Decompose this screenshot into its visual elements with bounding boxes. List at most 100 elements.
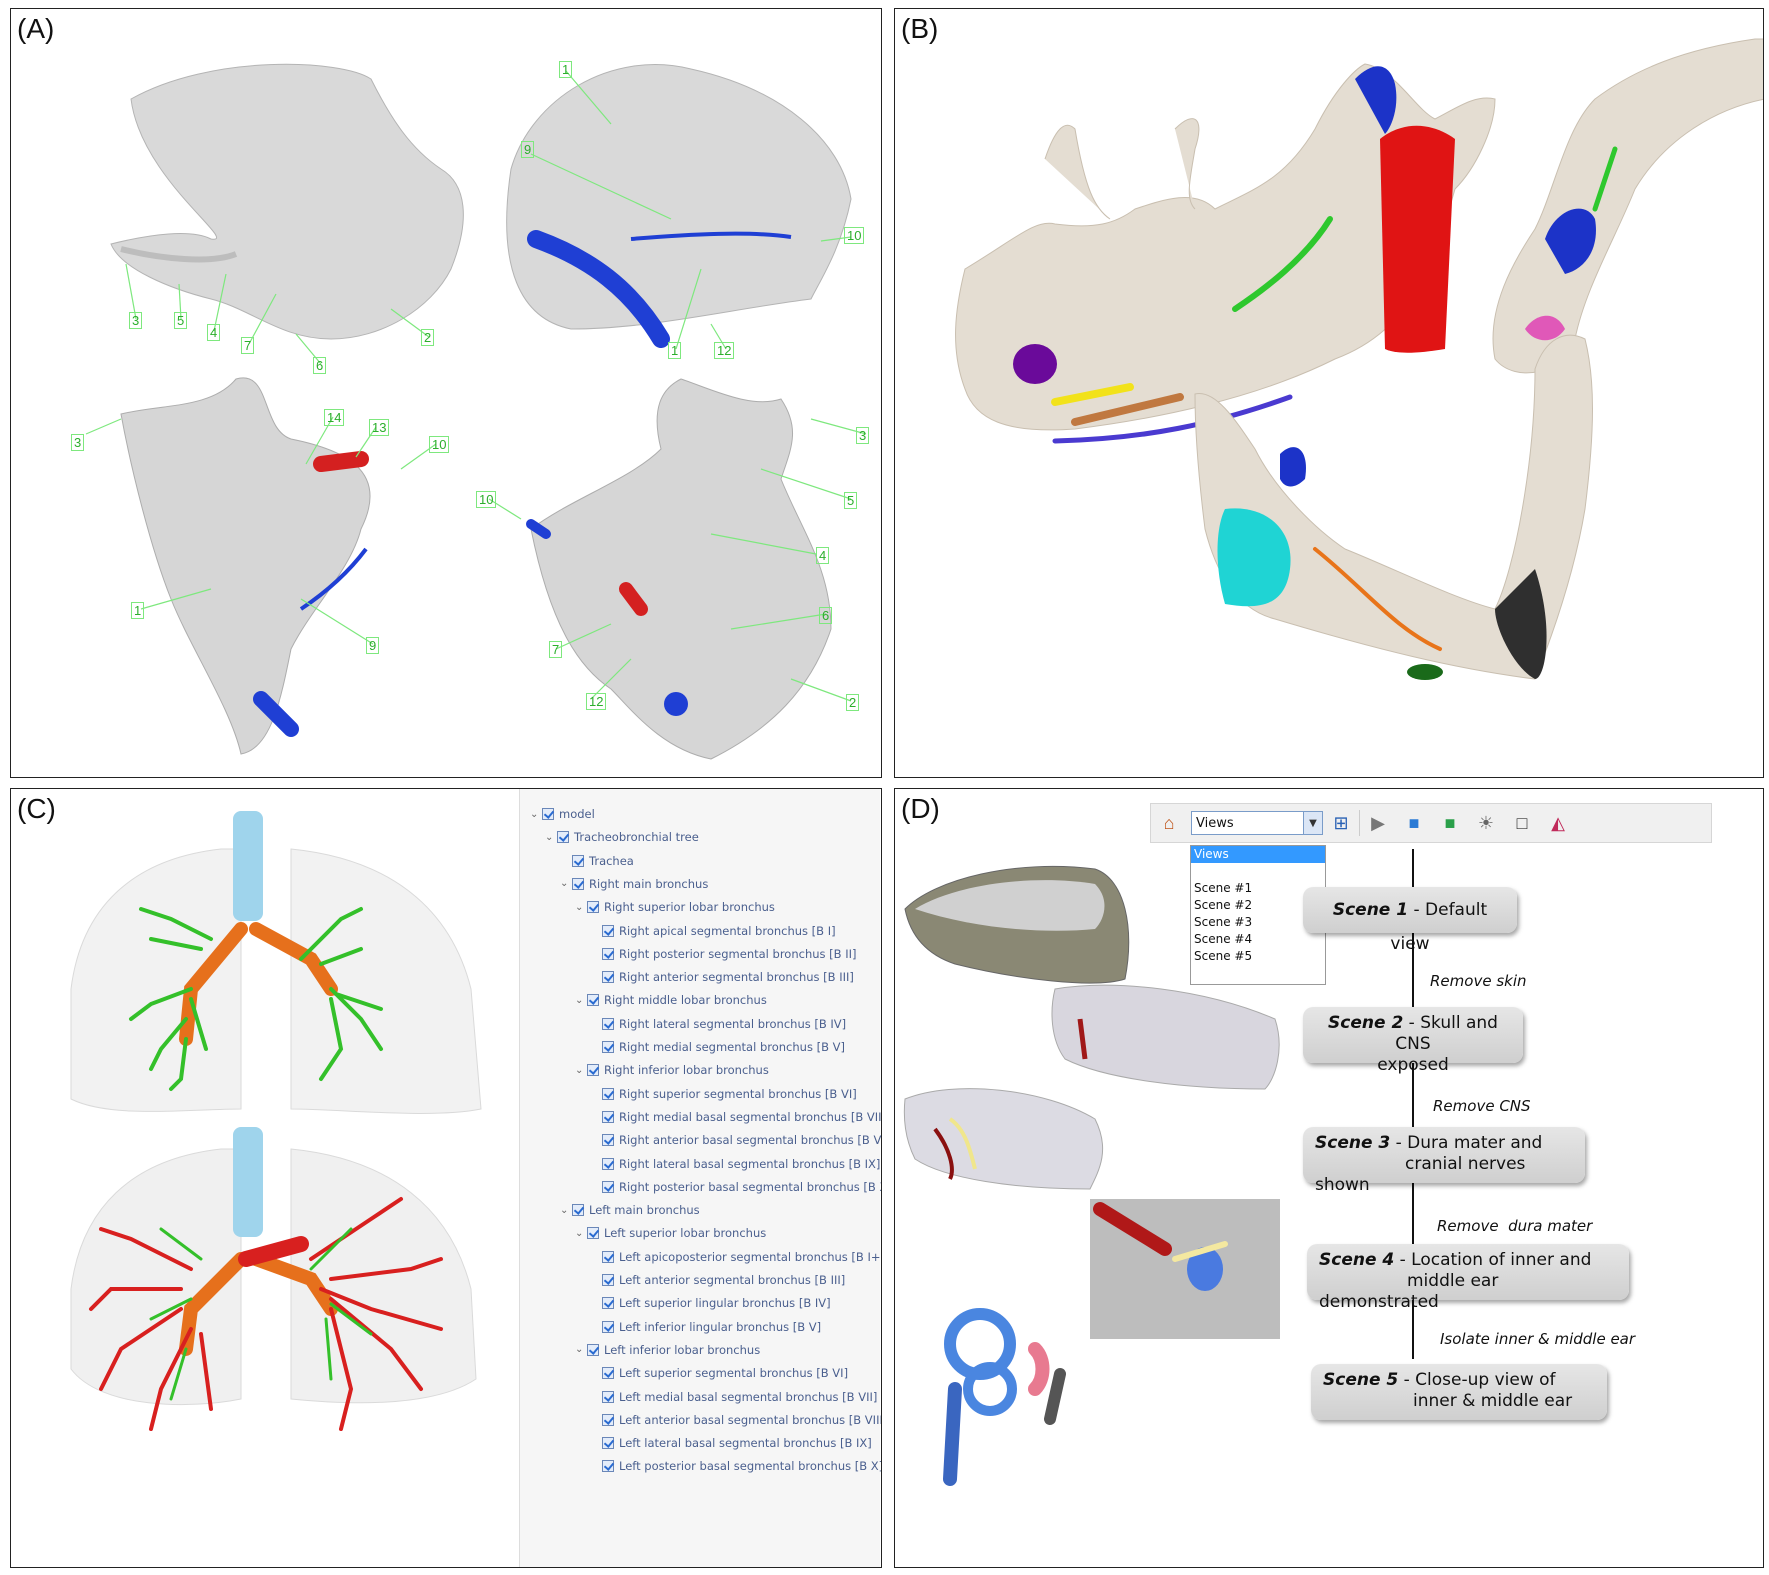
multi-cube-icon[interactable]: ■ xyxy=(1444,812,1456,833)
home-icon[interactable]: ⌂ xyxy=(1163,812,1175,833)
views-option[interactable]: Views xyxy=(1191,846,1325,863)
visibility-checkbox[interactable] xyxy=(602,1250,614,1263)
tree-item[interactable]: Right medial segmental bronchus [B V] xyxy=(590,1038,845,1056)
lighting-icon[interactable]: ☀ xyxy=(1477,812,1495,833)
visibility-checkbox[interactable] xyxy=(587,1227,599,1240)
chevron-down-icon[interactable]: ⌄ xyxy=(575,901,584,913)
scene-3-model xyxy=(903,1088,1104,1190)
chevron-down-icon[interactable]: ▼ xyxy=(1303,812,1322,834)
visibility-checkbox[interactable] xyxy=(602,1320,614,1333)
visibility-checkbox[interactable] xyxy=(602,1297,614,1310)
visibility-checkbox[interactable] xyxy=(542,808,554,820)
scene-4-box: Scene 4 - Location of inner and middle e… xyxy=(1307,1244,1629,1312)
visibility-checkbox[interactable] xyxy=(602,924,614,937)
tree-item[interactable]: Right anterior basal segmental bronchus … xyxy=(590,1131,881,1149)
tree-item-label: Left anterior segmental bronchus [B III] xyxy=(619,1273,846,1287)
tree-item[interactable]: Right superior segmental bronchus [B VI] xyxy=(590,1085,857,1103)
tree-item[interactable]: ⌄Right main bronchus xyxy=(560,875,708,893)
visibility-checkbox[interactable] xyxy=(572,854,584,867)
visibility-checkbox[interactable] xyxy=(602,1134,614,1147)
visibility-checkbox[interactable] xyxy=(602,1437,614,1450)
background-color-icon[interactable]: □ xyxy=(1516,812,1528,833)
tree-item[interactable]: Left lateral basal segmental bronchus [B… xyxy=(590,1434,872,1452)
visibility-checkbox[interactable] xyxy=(602,1041,614,1053)
tree-view-icon[interactable]: ⊞ xyxy=(1333,812,1349,833)
visibility-checkbox[interactable] xyxy=(602,1110,614,1123)
chevron-down-icon[interactable]: ⌄ xyxy=(545,831,554,843)
views-option[interactable]: Scene #4 xyxy=(1194,932,1253,946)
callout-number: 12 xyxy=(586,693,607,710)
scene-2-name: Scene 2 xyxy=(1328,1013,1404,1033)
views-select[interactable]: Views ▼ xyxy=(1191,811,1323,835)
tree-item[interactable]: Right apical segmental bronchus [B I] xyxy=(590,922,836,940)
panel-c-lung-models xyxy=(70,811,482,1431)
tree-item[interactable]: Right posterior segmental bronchus [B II… xyxy=(590,945,856,963)
tree-item[interactable]: Left anterior basal segmental bronchus [… xyxy=(590,1411,881,1429)
visibility-checkbox[interactable] xyxy=(602,1390,614,1403)
panel-a: (A) xyxy=(10,8,882,778)
callout-number: 4 xyxy=(816,547,830,564)
tree-item[interactable]: Left inferior lingular bronchus [B V] xyxy=(590,1318,821,1336)
tree-item[interactable]: ⌄Tracheobronchial tree xyxy=(545,828,699,846)
visibility-checkbox[interactable] xyxy=(602,1460,614,1473)
tree-item[interactable]: Left superior lingular bronchus [B IV] xyxy=(590,1294,831,1312)
chevron-down-icon[interactable]: ⌄ xyxy=(575,1064,584,1076)
tree-item[interactable]: Right lateral basal segmental bronchus [… xyxy=(590,1155,880,1173)
chevron-down-icon[interactable]: ⌄ xyxy=(575,1227,584,1239)
visibility-checkbox[interactable] xyxy=(602,1180,614,1193)
visibility-checkbox[interactable] xyxy=(602,1087,614,1100)
tree-item[interactable]: ⌄Left inferior lobar bronchus xyxy=(575,1341,760,1359)
tree-item[interactable]: ⌄Right inferior lobar bronchus xyxy=(575,1061,769,1079)
scene-4-desc2: middle ear demonstrated xyxy=(1319,1271,1499,1312)
visibility-checkbox[interactable] xyxy=(572,877,584,890)
tree-item[interactable]: ⌄ Left superior lobar bronchus xyxy=(575,1224,766,1242)
views-option[interactable]: Scene #3 xyxy=(1194,915,1253,929)
panel-a-models xyxy=(85,63,867,760)
visibility-checkbox[interactable] xyxy=(602,1017,614,1030)
tree-item[interactable]: Left posterior basal segmental bronchus … xyxy=(590,1457,882,1475)
visibility-checkbox[interactable] xyxy=(587,994,599,1007)
tree-item[interactable]: ⌄Right superior lobar bronchus xyxy=(575,898,775,916)
views-option[interactable]: Scene #5 xyxy=(1194,949,1253,963)
visibility-checkbox[interactable] xyxy=(587,901,599,914)
views-option[interactable]: Scene #2 xyxy=(1194,898,1253,912)
tree-item[interactable]: ⌄model xyxy=(530,805,595,823)
chevron-down-icon[interactable]: ⌄ xyxy=(560,878,569,890)
tree-item[interactable]: Left anterior segmental bronchus [B III] xyxy=(590,1271,845,1289)
tree-item[interactable]: Right anterior segmental bronchus [B III… xyxy=(590,968,854,986)
tree-item[interactable]: Left apicoposterior segmental bronchus [… xyxy=(590,1248,881,1266)
tree-item[interactable]: Left superior segmental bronchus [B VI] xyxy=(590,1364,848,1382)
scene-2-box: Scene 2 - Skull and CNS exposed xyxy=(1303,1007,1523,1075)
visibility-checkbox[interactable] xyxy=(587,1064,599,1077)
tree-item[interactable]: ⌄Right middle lobar bronchus xyxy=(575,991,767,1009)
visibility-checkbox[interactable] xyxy=(602,1367,614,1380)
tree-item[interactable]: Right lateral segmental bronchus [B IV] xyxy=(590,1015,846,1033)
tree-item[interactable]: ⌄Left main bronchus xyxy=(560,1201,700,1219)
tree-item[interactable]: Right posterior basal segmental bronchus… xyxy=(590,1178,881,1196)
tree-item-label: Left posterior basal segmental bronchus … xyxy=(619,1459,882,1474)
visibility-checkbox[interactable] xyxy=(572,1204,584,1217)
chevron-down-icon[interactable]: ⌄ xyxy=(560,1204,569,1216)
tree-item[interactable]: Trachea xyxy=(560,852,634,870)
visibility-checkbox[interactable] xyxy=(602,1157,614,1170)
chevron-down-icon[interactable]: ⌄ xyxy=(575,994,584,1006)
visibility-checkbox[interactable] xyxy=(602,947,614,960)
scene-1-desc: - Default view xyxy=(1390,900,1488,954)
tree-item[interactable]: Right medial basal segmental bronchus [B… xyxy=(590,1108,881,1126)
callout-number: 1 xyxy=(131,602,145,619)
visibility-checkbox[interactable] xyxy=(557,831,569,844)
visibility-checkbox[interactable] xyxy=(587,1343,599,1356)
visibility-checkbox[interactable] xyxy=(602,971,614,984)
chevron-down-icon[interactable]: ⌄ xyxy=(530,808,539,820)
visibility-checkbox[interactable] xyxy=(602,1274,614,1286)
play-icon[interactable]: ▶ xyxy=(1371,812,1385,833)
tree-item-label: Left superior lobar bronchus xyxy=(604,1226,767,1241)
clipping-icon[interactable]: ◭ xyxy=(1551,812,1565,833)
callout-number: 10 xyxy=(844,227,865,244)
chevron-down-icon[interactable]: ⌄ xyxy=(575,1344,584,1356)
views-option[interactable]: Scene #1 xyxy=(1194,881,1253,895)
cube-icon[interactable]: ■ xyxy=(1408,812,1420,833)
tree-item[interactable]: Left medial basal segmental bronchus [B … xyxy=(590,1388,877,1406)
visibility-checkbox[interactable] xyxy=(602,1413,614,1426)
